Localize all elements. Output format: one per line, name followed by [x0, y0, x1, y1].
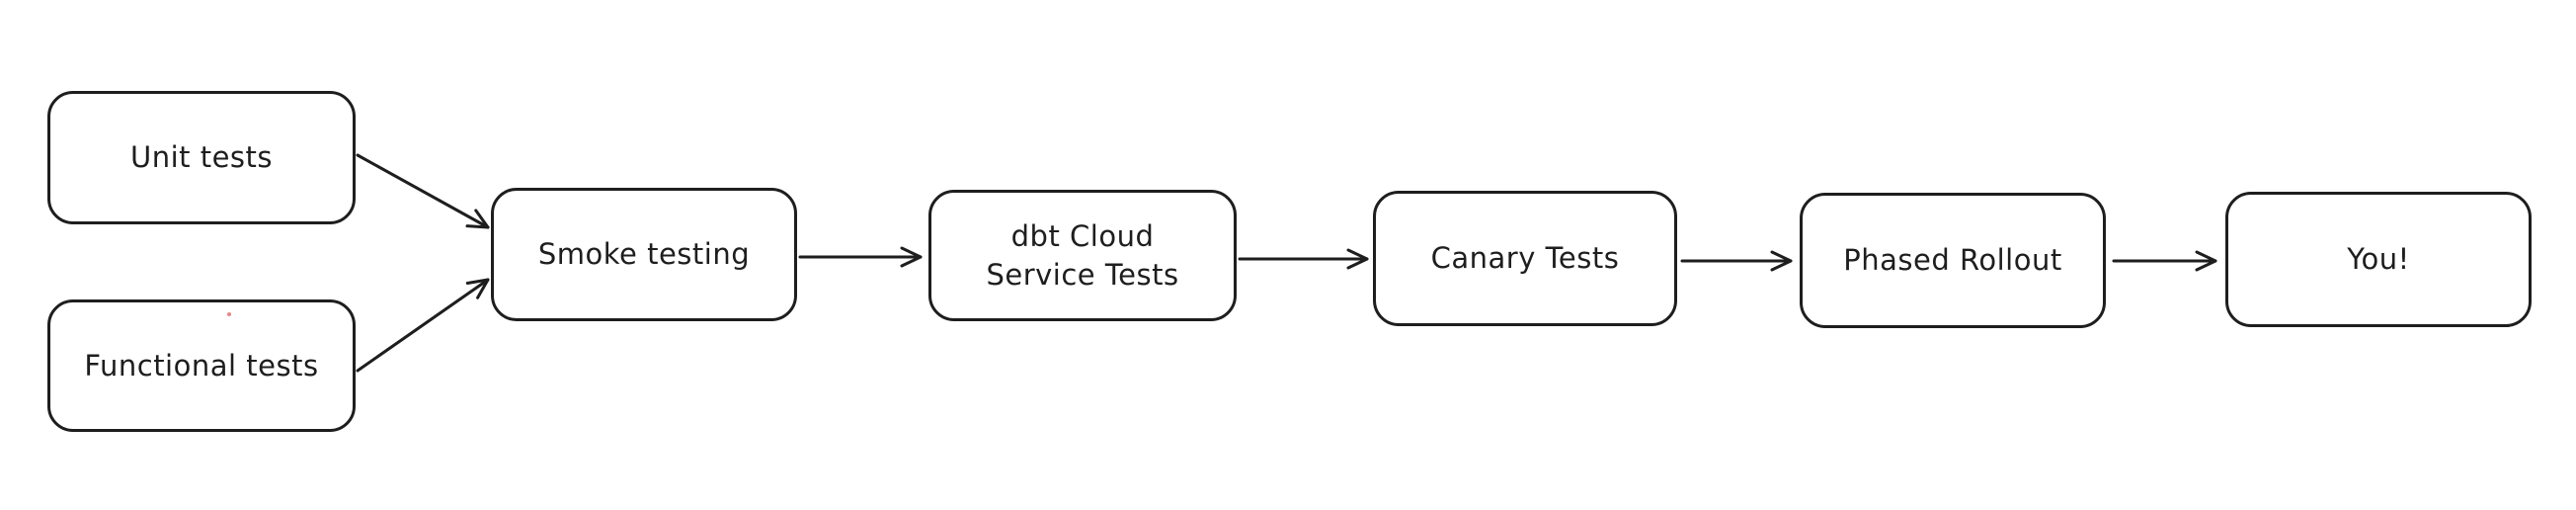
node-functional-tests[interactable]: Functional tests [47, 299, 356, 432]
node-canary-tests-label: Canary Tests [1430, 241, 1620, 276]
edge-functional-tests-to-smoke-testing-arrow[interactable] [356, 278, 490, 373]
node-unit-tests[interactable]: Unit tests [47, 91, 356, 224]
node-dbt-cloud-service-tests[interactable]: dbt Cloud Service Tests [928, 190, 1237, 321]
node-phased-rollout-label: Phased Rollout [1843, 243, 2062, 278]
node-you[interactable]: You! [2225, 192, 2532, 327]
stray-red-dot [227, 312, 231, 316]
node-functional-tests-label: Functional tests [84, 348, 319, 382]
node-unit-tests-label: Unit tests [129, 140, 274, 175]
node-you-label: You! [2347, 242, 2410, 277]
node-dbt-cloud-service-tests-label: dbt Cloud Service Tests [986, 219, 1179, 292]
node-smoke-testing[interactable]: Smoke testing [491, 188, 797, 321]
node-canary-tests[interactable]: Canary Tests [1373, 191, 1677, 326]
node-phased-rollout[interactable]: Phased Rollout [1800, 193, 2106, 328]
edge-unit-tests-to-smoke-testing-arrow[interactable] [356, 153, 490, 229]
node-smoke-testing-label: Smoke testing [537, 237, 751, 272]
